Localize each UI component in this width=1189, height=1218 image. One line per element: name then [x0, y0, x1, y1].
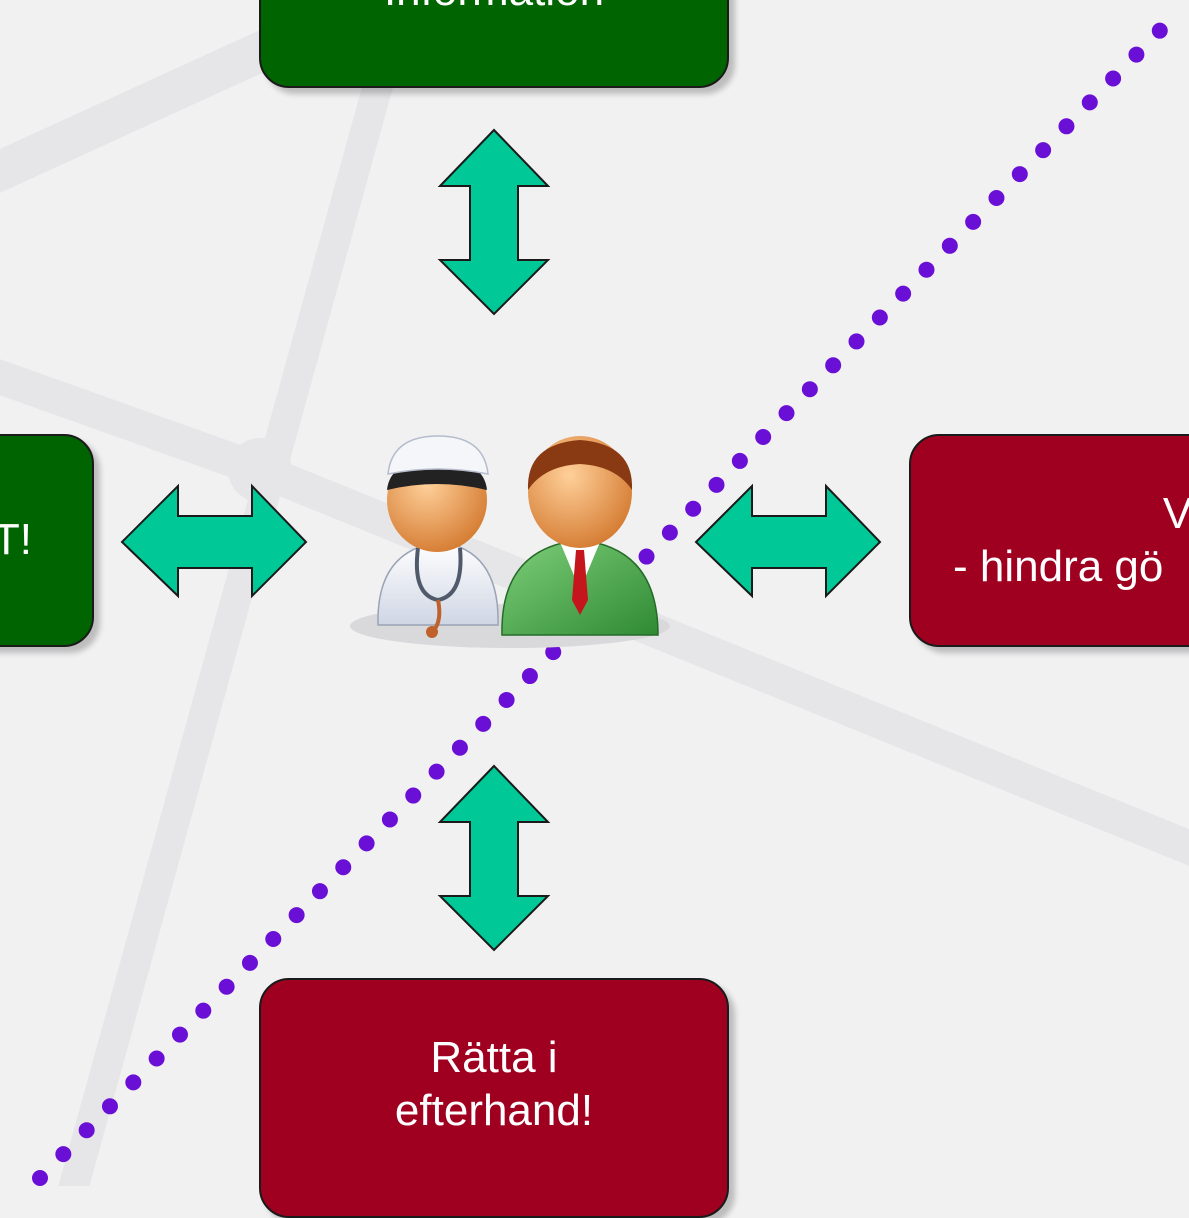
doctor-and-patient-icon — [350, 435, 670, 648]
warn-box: Varna - hindra gö — [909, 434, 1189, 647]
vertical-double-arrow-icon-bottom — [437, 764, 551, 952]
correct-afterwards-box: Rätta i efterhand! — [259, 978, 729, 1218]
information-box-line-1: Information — [384, 0, 604, 18]
horizontal-double-arrow-icon-right — [694, 483, 882, 599]
vertical-double-arrow-icon-top — [437, 128, 551, 316]
warn-box-line-2: - hindra gö — [953, 541, 1164, 591]
left-green-box: T! — [0, 434, 94, 647]
warn-box-line-1: Varna — [1162, 488, 1189, 538]
left-box-line-1: T! — [0, 515, 32, 565]
information-box: Information — [259, 0, 729, 88]
dotted-diagonal-line — [32, 4, 1186, 1186]
correct-box-line-2: efterhand! — [394, 1085, 594, 1135]
correct-box-line-1: Rätta i — [430, 1033, 558, 1082]
horizontal-double-arrow-icon-left — [120, 483, 308, 599]
